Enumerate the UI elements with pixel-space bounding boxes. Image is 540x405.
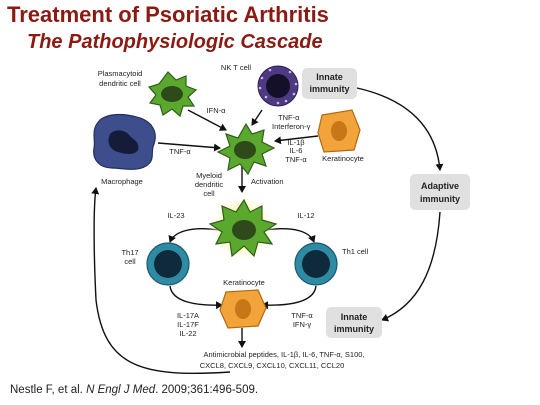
il12-label: IL-12 [297, 211, 314, 220]
output-line2: CXCL8, CXCL9, CXCL10, CXCL11, CCL20 [200, 361, 345, 370]
kc-il1b-label: IL-1β [287, 138, 305, 147]
myeloid-dendritic-cell: Myeloid dendritic cell [195, 122, 276, 198]
macrophage: Macrophage [93, 113, 156, 186]
innate-immunity-top-box: Innate immunity [302, 68, 357, 99]
innate-top-line1: Innate [316, 72, 343, 82]
arrow-plasmacytoid-to-myeloid [187, 109, 227, 131]
innate-top-line2: immunity [309, 84, 349, 94]
th1-ifn-label: IFN-γ [293, 320, 312, 329]
innate-bottom-line2: immunity [334, 324, 374, 334]
adaptive-line2: immunity [420, 194, 460, 204]
th17-il17a-label: IL-17A [177, 311, 199, 320]
adaptive-immunity-box: Adaptive immunity [410, 174, 470, 210]
th17-label-line1: Th17 [121, 248, 138, 257]
reference-authors: Nestle F, et al. [10, 384, 83, 396]
nk-t-cell: NK T cell [221, 63, 299, 107]
th17-il17f-label: IL-17F [177, 320, 199, 329]
myeloid-label-line1: Myeloid [196, 171, 222, 180]
keratinocyte-top: Keratinocyte [317, 109, 364, 163]
arrow-innate-to-adaptive [356, 87, 444, 171]
arrow-nkt-to-myeloid [251, 109, 263, 126]
myeloid-label-line3: cell [203, 189, 215, 198]
activated-dendritic-cell [208, 194, 278, 262]
th17-label-line2: cell [124, 257, 136, 266]
plasmacytoid-label-line1: Plasmacytoid [98, 69, 143, 78]
adaptive-line1: Adaptive [421, 181, 459, 191]
reference-journal: N Engl J Med [86, 384, 156, 396]
reference-details: . 2009;361:496-509. [155, 384, 259, 396]
kc-tnf-label: TNF-α [285, 155, 307, 164]
myeloid-label-line2: dendritic [195, 180, 224, 189]
keratinocyte-bottom: Keratinocyte [219, 278, 267, 329]
ifn-alpha-label: IFN-α [207, 106, 227, 115]
th1-tnf-label: TNF-α [291, 311, 313, 320]
nkt-label: NK T cell [221, 63, 251, 72]
kc-il6-label: IL-6 [290, 146, 303, 155]
keratinocyte-top-label: Keratinocyte [322, 154, 364, 163]
macrophage-tnf-label: TNF-α [169, 147, 191, 156]
reference-citation: Nestle F, et al. N Engl J Med. 2009;361:… [10, 384, 258, 396]
plasmacytoid-label-line2: dendritic cell [99, 79, 141, 88]
macrophage-label: Macrophage [101, 177, 143, 186]
slide-title: Treatment of Psoriatic Arthritis [7, 2, 329, 27]
innate-bottom-line1: Innate [341, 312, 368, 322]
output-line1: Antimicrobial peptides, IL-1β, IL-6, TNF… [203, 350, 364, 359]
th17-cell: Th17 cell [121, 242, 190, 286]
slide-subtitle: The Pathophysiologic Cascade [27, 31, 323, 53]
arrow-th17-to-keratinocyte [169, 285, 223, 310]
keratinocyte-bottom-label: Keratinocyte [223, 278, 265, 287]
activation-label: Activation [251, 177, 284, 186]
innate-immunity-bottom-box: Innate immunity [326, 307, 382, 338]
th1-cell: Th1 cell [294, 242, 369, 286]
arrow-feedback-to-macrophage [91, 187, 231, 375]
arrow-macrophage-to-myeloid [157, 142, 221, 152]
arrows [91, 87, 444, 375]
nkt-tnf-label: TNF-α [278, 113, 300, 122]
plasmacytoid-dendritic-cell: Plasmacytoid dendritic cell [98, 69, 198, 118]
th17-il22-label: IL-22 [179, 329, 196, 338]
il23-label: IL-23 [167, 211, 184, 220]
arrow-keratinocyte-to-myeloid [274, 135, 319, 145]
arrow-th1-to-keratinocyte [261, 285, 317, 310]
arrow-adaptive-to-innate [381, 211, 441, 322]
nkt-ifn-label: Interferon-γ [272, 122, 311, 131]
th1-label: Th1 cell [342, 247, 369, 256]
